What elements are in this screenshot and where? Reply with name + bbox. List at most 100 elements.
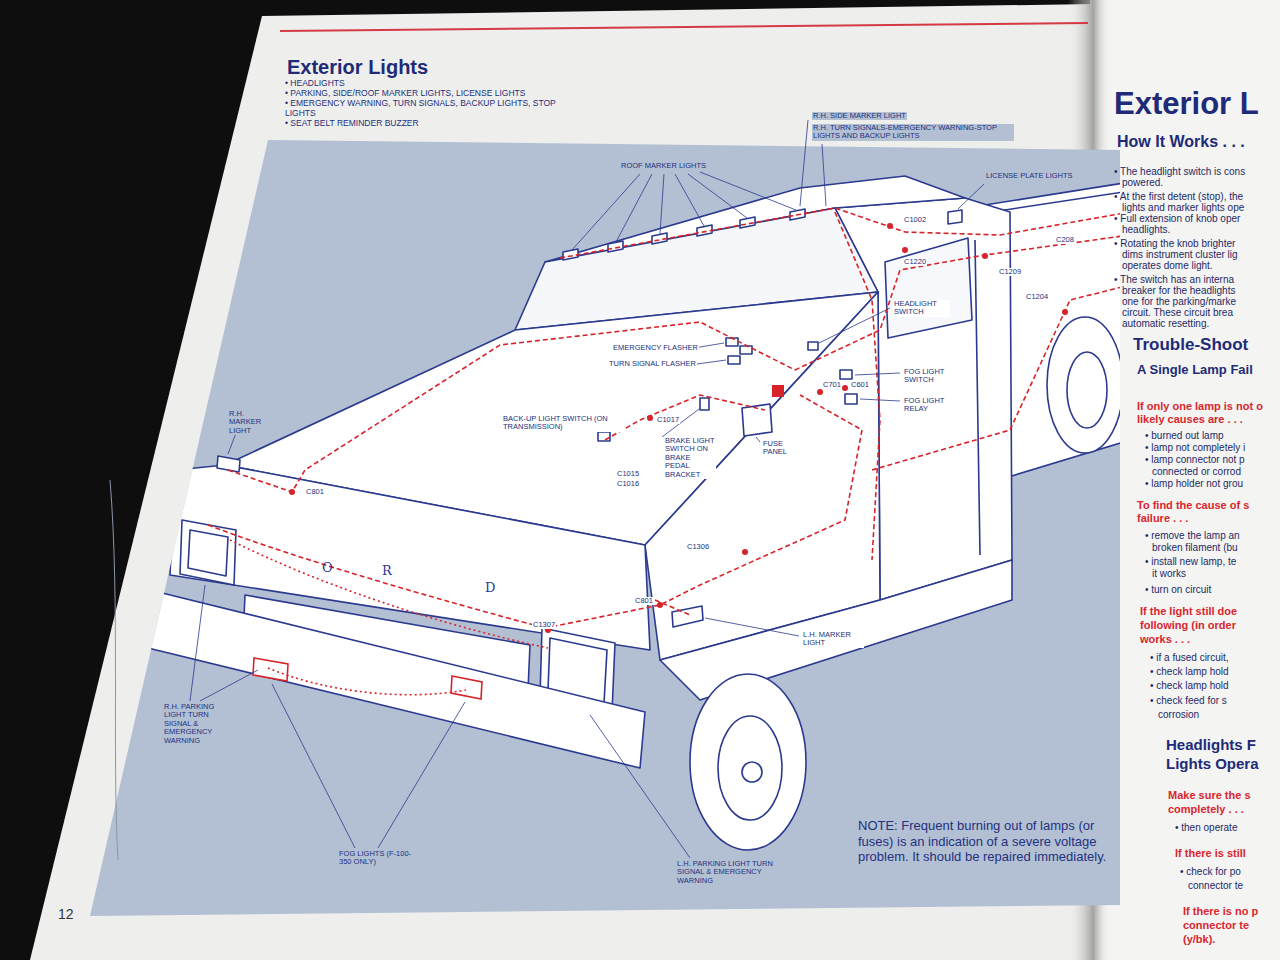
fog-lamp [451, 676, 482, 699]
bumper [148, 590, 645, 768]
callout-label: R.H. MARKER LIGHT [228, 410, 275, 435]
door-seam [975, 240, 980, 555]
connector-dot [887, 223, 893, 229]
body-line: • lamp holder not grou [1145, 478, 1243, 489]
section-heading: Headlights F [1166, 736, 1256, 753]
leader-line [822, 144, 826, 206]
body-line: connected or corrod [1152, 466, 1241, 477]
red-heading-line: If there is no p [1183, 905, 1258, 918]
body-line: operates dome light. [1122, 260, 1213, 271]
flasher [726, 338, 738, 346]
section-heading: A Single Lamp Fail [1137, 362, 1253, 377]
callout-label: FUSE PANEL [762, 440, 799, 457]
body-line: • if a fused circuit, [1150, 652, 1229, 663]
connector-dot [842, 385, 848, 391]
truck-drawing [148, 176, 1130, 850]
callout-label: C1307 [532, 621, 556, 629]
headlight-switch [808, 342, 818, 350]
callout-label: C1015 [616, 470, 640, 478]
hood-letter: R [382, 563, 392, 578]
body-line: one for the parking/marke [1122, 296, 1236, 307]
rh-headlight-lens [188, 530, 228, 576]
body-line: • Full extension of knob oper [1114, 213, 1240, 224]
leader-line [800, 120, 808, 206]
connector-dot [817, 389, 823, 395]
rear-hub [1067, 352, 1107, 428]
callout-label: FOG LIGHTS (F-100-350 ONLY) [338, 850, 418, 867]
body-line: • The switch has an interna [1114, 274, 1234, 285]
rocker-panel [660, 560, 1012, 700]
callout-label: C801 [305, 488, 325, 496]
callout-label: BRAKE LIGHT SWITCH ON BRAKE PEDAL BRACKE… [664, 437, 716, 479]
flasher [740, 346, 752, 354]
wire [268, 668, 466, 695]
body-line: • The headlight switch is cons [1114, 166, 1245, 177]
leader-line [616, 174, 652, 242]
leader-line [860, 399, 900, 401]
door-window [885, 238, 972, 338]
body-line: it works [1152, 568, 1186, 579]
callout-label: C1209 [998, 268, 1022, 276]
callout-label: LICENSE PLATE LIGHTS [985, 172, 1074, 180]
callout-label: C701 [822, 381, 842, 389]
leader-line [688, 174, 747, 218]
body-line: powered. [1122, 177, 1163, 188]
section-heading: Lights Opera [1166, 755, 1259, 772]
wire [560, 208, 1130, 258]
leader-line [200, 670, 258, 701]
section-heading: Trouble-Shoot [1133, 335, 1248, 355]
illustration-panel [90, 140, 1120, 916]
body-line: • check for po [1180, 866, 1241, 877]
red-heading-line: following (in order [1140, 619, 1236, 632]
callout-label: C601 [850, 381, 870, 389]
body-line: corrosion [1158, 709, 1199, 720]
backup-switch [598, 432, 610, 441]
leader-line [228, 433, 236, 454]
topic-list: • HEADLIGHTS• PARKING, SIDE/ROOF MARKER … [285, 79, 585, 129]
body-line: broken filament (bu [1152, 542, 1238, 553]
wire [795, 235, 1130, 370]
flasher [728, 356, 740, 364]
front-hub [742, 762, 762, 782]
body-line: • turn on circuit [1145, 584, 1211, 595]
leader-lines [110, 120, 984, 860]
art-g [253, 658, 482, 699]
callout-label: C1204 [1025, 293, 1049, 301]
page-number: 12 [58, 906, 74, 922]
hood-letter: O [322, 560, 333, 575]
red-heading-line: failure . . . [1137, 512, 1188, 525]
callout-label: C1002 [903, 216, 927, 224]
license-lamp [948, 210, 962, 224]
body-line: • check feed for s [1150, 695, 1227, 706]
topic-bullet: • SEAT BELT REMINDER BUZZER [285, 119, 585, 129]
fog-switch [840, 370, 852, 379]
leader-line [572, 174, 640, 250]
body-line: • At the first detent (stop), the [1114, 191, 1243, 202]
wire [228, 322, 795, 492]
leader-line [819, 308, 890, 343]
callout-label: FOG LIGHT SWITCH [903, 368, 960, 385]
callout-label: C801 [634, 597, 654, 605]
rear-wheel [1047, 317, 1123, 453]
callout-label: FOG LIGHT RELAY [903, 397, 960, 414]
front-rim [718, 716, 782, 820]
callout-label: TURN SIGNAL FLASHER [608, 360, 697, 368]
body-line: • check lamp hold [1150, 666, 1229, 677]
body-line: • Rotating the knob brighter [1114, 238, 1235, 249]
body-line: • install new lamp, te [1145, 556, 1236, 567]
red-heading-line: (y/bk). [1183, 933, 1215, 946]
body-line: dims instrument cluster lig [1122, 249, 1238, 260]
connector-dot [982, 253, 988, 259]
connector-dot [742, 549, 748, 555]
art-g [148, 176, 1130, 850]
header-rule [280, 23, 1088, 31]
topic-bullet: • EMERGENCY WARNING, TURN SIGNALS, BACKU… [285, 99, 585, 119]
leader-line [756, 437, 760, 442]
leader-line [660, 174, 664, 234]
body-line: • remove the lamp an [1145, 530, 1240, 541]
red-heading-line: completely . . . [1168, 803, 1244, 816]
lh-marker-lamp [672, 606, 703, 627]
connector-dot [1062, 309, 1068, 315]
body-line: circuit. These circuit brea [1122, 307, 1233, 318]
